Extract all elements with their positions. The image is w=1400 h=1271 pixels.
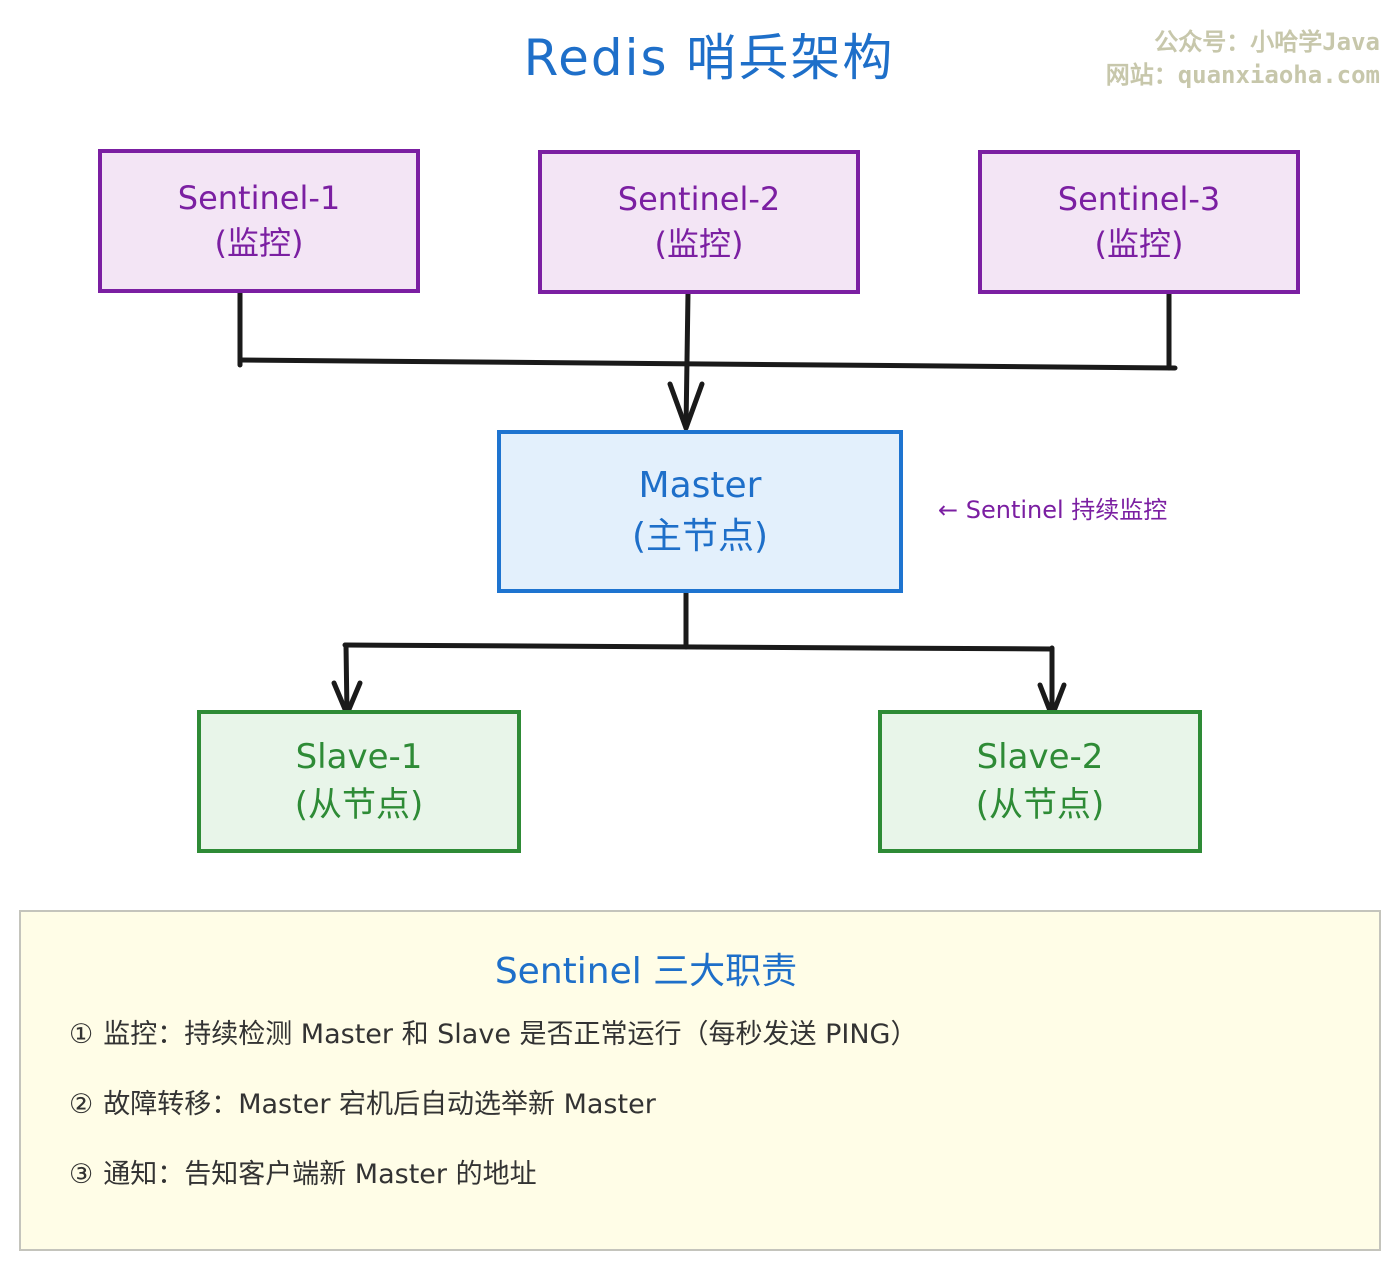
slave-1-node: Slave-1 (从节点) [197,710,521,853]
watermark-wechat: 公众号：小哈学Java [1154,28,1380,56]
connector-slave-1-down [343,642,350,717]
slave-1-name: Slave-1 [295,736,423,777]
responsibility-item-monitor: ① 监控：持续检测 Master 和 Slave 是否正常运行（每秒发送 PING… [69,1012,917,1051]
connector-slave-bus [342,642,1055,652]
item-number: ① [69,1019,94,1050]
slave-2-role: (从节点) [975,784,1105,825]
sentinel-3-node: Sentinel-3 (监控) [978,150,1300,294]
responsibilities-panel: Sentinel 三大职责 ① 监控：持续检测 Master 和 Slave 是否… [19,910,1381,1251]
sentinel-2-name: Sentinel-2 [617,179,781,218]
master-role: (主节点) [631,515,769,557]
sentinel-1-name: Sentinel-1 [177,178,341,217]
responsibility-item-failover: ② 故障转移：Master 宕机后自动选举新 Master [69,1082,656,1121]
sentinel-1-role: (监控) [214,224,304,262]
connector-sentinel-bus [237,357,1178,371]
sentinel-2-node: Sentinel-2 (监控) [538,150,860,294]
diagram-title: Redis 哨兵架构 [523,29,895,87]
responsibilities-title: Sentinel 三大职责 [494,951,798,992]
master-name: Master [638,464,762,506]
sentinel-3-name: Sentinel-3 [1057,179,1221,218]
item-text: 故障转移：Master 宕机后自动选举新 Master [103,1089,656,1120]
arrowhead-to-master [667,381,705,431]
connector-sentinel-2-down [683,290,691,431]
responsibility-item-notify: ③ 通知：告知客户端新 Master 的地址 [69,1152,537,1191]
watermark-website: 网站：quanxiaoha.com [1105,61,1380,89]
item-number: ③ [69,1159,94,1190]
sentinel-monitor-annotation: ← Sentinel 持续监控 [938,496,1168,524]
slave-1-role: (从节点) [294,784,424,825]
item-text: 通知：告知客户端新 Master 的地址 [103,1159,537,1190]
slave-2-node: Slave-2 (从节点) [878,710,1202,853]
master-node: Master (主节点) [497,430,903,593]
item-number: ② [69,1089,94,1120]
sentinel-2-role: (监控) [654,225,744,263]
sentinel-1-node: Sentinel-1 (监控) [98,149,420,293]
sentinel-3-role: (监控) [1094,225,1184,263]
item-text: 监控：持续检测 Master 和 Slave 是否正常运行（每秒发送 PING） [103,1019,918,1050]
slave-2-name: Slave-2 [976,736,1104,777]
